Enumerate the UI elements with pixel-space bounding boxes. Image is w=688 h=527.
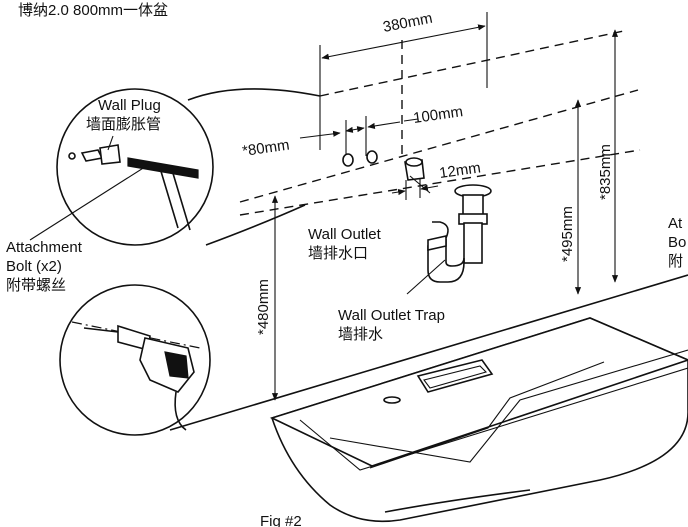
plug-hole-left (342, 153, 354, 167)
callout-wall-plug-en: Wall Plug (98, 97, 161, 114)
guide-line-middle (239, 89, 639, 203)
dimension-380: 380mm (319, 10, 488, 150)
basin-overflow-inner (423, 365, 488, 389)
dim-arrow-12-left (391, 189, 406, 196)
callout-attachment-en2: Bolt (x2) (6, 258, 62, 275)
dim-label-12: 12mm (438, 159, 482, 182)
dimension-835: *835mm (597, 29, 619, 283)
plug-hole-right (366, 150, 378, 164)
drill-grip-icon (164, 351, 189, 379)
attachment-bolt-icon (127, 157, 199, 179)
detail-connector-top (187, 88, 321, 101)
detail-wall-plug: Wall Plug 墙面膨胀管 (29, 88, 321, 246)
floor-line (169, 274, 688, 431)
guide-line-lower (239, 149, 641, 216)
screw-head-icon (68, 152, 76, 160)
basin-bowl-slope (329, 349, 688, 463)
callout-cut-at: At (668, 215, 683, 232)
wall-guide-lines (239, 29, 641, 216)
dim-arrow-12-right (420, 184, 439, 191)
drill-cable-icon (174, 391, 187, 431)
bolt-leg-left (159, 167, 179, 229)
dimension-495: *495mm (559, 99, 582, 295)
plug-sleeve-icon (99, 144, 121, 165)
dim-label-100: 100mm (412, 103, 464, 127)
dim-ext-100 (403, 118, 419, 122)
tap-hole (383, 396, 401, 404)
page-title: 博纳2.0 800mm一体盆 (18, 2, 168, 19)
dim-label-480: *480mm (255, 279, 272, 335)
callout-trap-en: Wall Outlet Trap (338, 307, 445, 324)
callout-cut-fu: 附 (668, 253, 683, 270)
leader-wall-outlet (409, 175, 431, 194)
basin-inner-curve (369, 361, 605, 469)
dim-line-380 (321, 24, 486, 60)
basin-bowl-rim (299, 367, 688, 471)
dim-label-80: *80mm (241, 137, 290, 160)
plug-body-icon (80, 149, 104, 162)
drill-bit-icon (83, 327, 119, 333)
wall-plug-holes (342, 150, 378, 167)
bolt-leg-right (171, 169, 191, 231)
dim-line-100 (367, 121, 401, 129)
basin-foot-edge (384, 489, 531, 513)
callout-wall-plug-cn: 墙面膨胀管 (86, 116, 161, 133)
dim-label-495: *495mm (559, 206, 576, 262)
dimension-480: *480mm (255, 195, 279, 401)
leader-trap (406, 259, 446, 295)
figure-label: Fig #2 (260, 513, 302, 527)
callout-wall-outlet-cn: 墙排水口 (308, 245, 368, 262)
dimension-100-80: 100mm *80mm (241, 103, 464, 160)
callout-cut-bo: Bo (668, 234, 686, 251)
dim-label-835: *835mm (597, 144, 614, 200)
wall-outlet-opening (405, 157, 423, 167)
trap-arm-nut (427, 235, 447, 251)
dim-line-80 (345, 126, 365, 133)
outlet-trap (427, 184, 492, 283)
wall-outlet-assembly: 12mm (391, 157, 482, 200)
trap-pipe (463, 222, 483, 264)
leader-wall-plug (107, 135, 114, 151)
dim-arrow-80-left (299, 130, 341, 139)
callout-attachment-cn: 附带螺丝 (6, 277, 66, 294)
leader-bolt (29, 164, 149, 241)
callout-wall-outlet-en: Wall Outlet (308, 226, 382, 243)
drill-body-icon (139, 337, 195, 393)
detail-drill (59, 284, 211, 436)
dim-label-380: 380mm (382, 10, 434, 36)
callout-trap-cn: 墙排水 (338, 326, 383, 343)
trap-tailpiece (462, 194, 484, 216)
detail-connector-bottom (205, 204, 306, 246)
guide-line-top (319, 29, 629, 97)
callout-attachment-en: Attachment (6, 239, 83, 256)
detail-circle-drill (59, 284, 211, 436)
trap-arm (432, 221, 449, 239)
basin (269, 317, 688, 523)
basin-top-deck (269, 317, 688, 467)
